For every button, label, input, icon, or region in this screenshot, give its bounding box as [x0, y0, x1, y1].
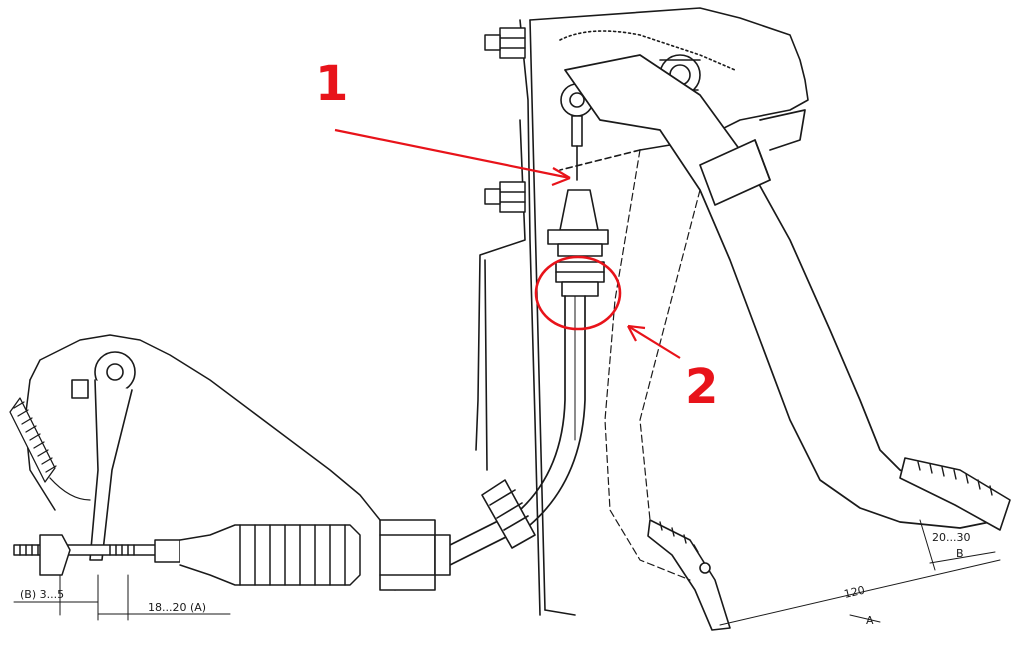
- adjuster-highlight-circle: [534, 255, 622, 331]
- cable-end-fitting: [379, 519, 451, 591]
- dim-pedal-travel-letter: A: [866, 614, 874, 627]
- pedal-bracket-housing: [529, 7, 809, 171]
- rubber-boot: [179, 524, 361, 586]
- dim-pedal-travel: 120: [843, 584, 866, 601]
- pedal-pad-depressed: [899, 457, 1011, 531]
- dim-cable-travel: 18...20 (A): [148, 601, 206, 614]
- pedal-pad-released: [647, 519, 731, 631]
- marker-1-group: 1: [315, 56, 571, 187]
- pedal-swing-outline: [604, 149, 701, 581]
- lower-mounting-nut: [484, 181, 526, 213]
- marker-2-arrowhead: [627, 324, 646, 342]
- marker-2-arrow: [627, 325, 681, 359]
- marker-1-arrowhead: [551, 167, 571, 187]
- return-spring: [9, 397, 91, 501]
- pedal-arm: [564, 54, 1001, 529]
- release-lever: [71, 351, 136, 561]
- marker-1-arrow: [334, 128, 571, 180]
- cable-adjuster: [547, 189, 609, 297]
- marker-2-label: 2: [685, 359, 718, 415]
- marker-1-label: 1: [315, 56, 348, 112]
- dim-pedal-free-play-letter: B: [956, 547, 964, 560]
- threaded-rod: [13, 534, 181, 576]
- marker-2-group: 2: [534, 255, 718, 415]
- dim-pedal-free-play: 20...30: [932, 531, 970, 544]
- upper-mounting-nut: [484, 27, 526, 59]
- dim-free-play-left: (B) 3...5: [20, 588, 64, 601]
- bowden-cable: [439, 295, 586, 566]
- dimension-lines: [13, 519, 1001, 626]
- cable-grommet: [481, 479, 536, 549]
